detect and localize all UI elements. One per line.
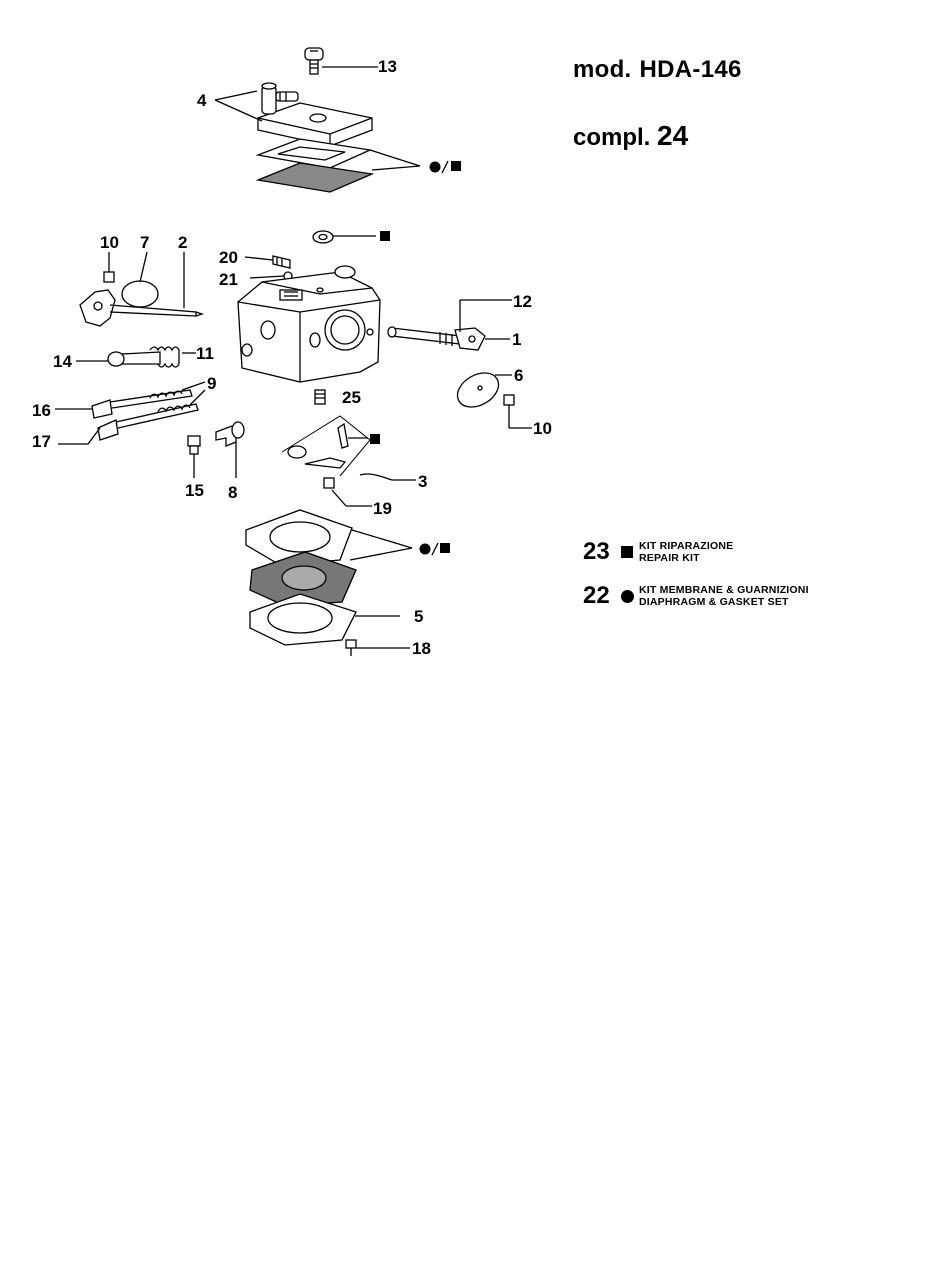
part-4-pump-cover	[214, 82, 373, 147]
callout-10: 10	[100, 233, 119, 252]
part-6-disc	[456, 372, 532, 429]
inlet-fitting	[312, 230, 376, 244]
legend-line-2: REPAIR KIT	[639, 552, 700, 564]
repair-kit-marker	[440, 543, 450, 553]
callout-9: 9	[207, 374, 216, 393]
model-title: mod. HDA-146	[573, 56, 750, 84]
callout-11: 11	[196, 344, 214, 363]
callout-12: 12	[513, 292, 532, 311]
bottom-diaphragms	[245, 509, 413, 656]
legend-text: KIT MEMBRANE & GUARNIZIONI DIAPHRAGM & G…	[639, 584, 809, 608]
legend-number: 22	[583, 582, 610, 609]
callout-5: 5	[414, 607, 423, 626]
callout-13: 13	[378, 57, 397, 76]
callout-25: 25	[342, 388, 361, 407]
callout-14: 14	[53, 352, 72, 371]
part-13-screw	[304, 47, 378, 75]
callout-2: 2	[178, 233, 187, 252]
callout-19: 19	[373, 499, 392, 518]
callout-20: 20	[219, 248, 238, 267]
model-prefix: mod.	[573, 56, 632, 83]
circle-icon	[619, 588, 635, 604]
callout-10b: 10	[533, 419, 552, 438]
parts-15-8	[187, 421, 245, 478]
model-name: HDA-146	[639, 56, 742, 83]
kit-markers	[370, 160, 461, 556]
part-25-spring	[314, 389, 326, 405]
callout-3: 3	[418, 472, 427, 491]
repair-kit-marker	[451, 161, 461, 171]
callout-18: 18	[412, 639, 431, 658]
gasket-kit-marker	[429, 161, 441, 173]
callout-4: 4	[197, 91, 207, 110]
legend-number: 23	[583, 538, 610, 565]
callout-15: 15	[185, 481, 204, 500]
adjust-screw-14-11	[76, 346, 196, 368]
callout-7: 7	[140, 233, 149, 252]
needles-16-17	[55, 381, 206, 445]
needle-lever-group	[281, 415, 416, 507]
legend-line-2: DIAPHRAGM & GASKET SET	[639, 596, 789, 608]
callout-17: 17	[32, 432, 51, 451]
parts-20-21	[244, 255, 293, 281]
repair-kit-marker	[380, 231, 390, 241]
callout-16: 16	[32, 401, 51, 420]
compl-prefix: compl.	[573, 124, 651, 151]
legend-text: KIT RIPARAZIONE REPAIR KIT	[639, 540, 733, 564]
repair-kit-marker	[370, 434, 380, 444]
legend-line-1: KIT RIPARAZIONE	[639, 540, 734, 552]
square-icon	[619, 544, 635, 560]
choke-shaft-assembly	[387, 299, 512, 351]
callout-8: 8	[228, 483, 237, 502]
legend-line-1: KIT MEMBRANE & GUARNIZIONI	[639, 584, 809, 596]
pump-gaskets	[255, 138, 421, 193]
carburetor-body	[237, 265, 381, 383]
callout-21: 21	[219, 270, 238, 289]
legend-gasket-set: 22 KIT MEMBRANE & GUARNIZIONI DIAPHRAGM …	[583, 582, 809, 610]
gasket-kit-marker	[419, 543, 431, 555]
callout-6: 6	[514, 366, 523, 385]
complete-assembly-title: compl. 24	[573, 120, 688, 152]
compl-number: 24	[657, 120, 689, 151]
throttle-shaft-assembly	[79, 251, 205, 327]
legend-repair-kit: 23 KIT RIPARAZIONE REPAIR KIT	[583, 538, 733, 566]
callout-1: 1	[512, 330, 521, 349]
